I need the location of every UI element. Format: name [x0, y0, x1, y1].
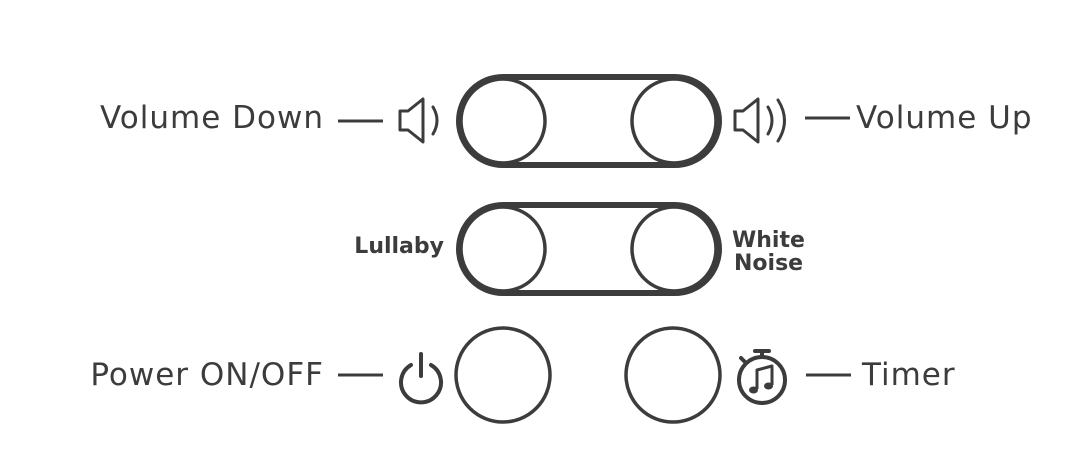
white-noise-label-line1: White [732, 228, 805, 253]
power-label: Power ON/OFF [90, 357, 324, 393]
volume-down-button[interactable] [459, 77, 547, 165]
speaker-high-icon [733, 97, 786, 144]
power-button[interactable] [454, 326, 552, 424]
volume-up-label: Volume Up [856, 100, 1033, 136]
sound-mode-rocker-outline [456, 202, 722, 296]
sound-mode-rocker [456, 202, 722, 296]
lullaby-label: Lullaby [354, 234, 444, 259]
volume-rocker [456, 74, 722, 168]
stopwatch-music-icon [737, 349, 787, 405]
lullaby-button[interactable] [459, 205, 547, 293]
volume-up-button[interactable] [630, 77, 718, 165]
white-noise-label-line2: Noise [734, 251, 803, 276]
volume-rocker-outline [456, 74, 722, 168]
speaker-low-icon [398, 97, 439, 144]
volume-down-label: Volume Down [100, 100, 324, 136]
timer-button[interactable] [624, 326, 722, 424]
white-noise-button[interactable] [630, 205, 718, 293]
timer-label: Timer [861, 357, 956, 393]
power-icon [399, 352, 443, 405]
